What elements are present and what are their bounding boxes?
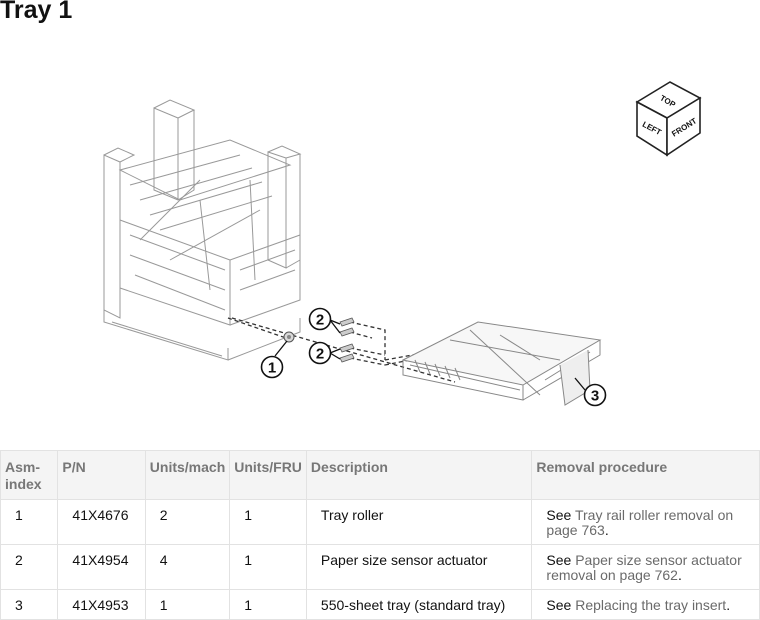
period: . bbox=[604, 522, 609, 538]
table-row: 1 41X4676 2 1 Tray roller See Tray rail … bbox=[0, 499, 760, 545]
callout-3: 3 bbox=[574, 377, 607, 407]
cell-removal: See Paper size sensor actuator removal o… bbox=[531, 544, 760, 590]
cell-description: 550-sheet tray (standard tray) bbox=[305, 589, 533, 620]
cell-units-fru: 1 bbox=[229, 544, 307, 590]
callout-1: 1 bbox=[260, 340, 288, 379]
callout-number: 3 bbox=[591, 388, 599, 405]
cell-index: 1 bbox=[0, 499, 59, 545]
header-description: Description bbox=[305, 450, 533, 500]
cell-pn: 41X4676 bbox=[57, 499, 146, 545]
paper-tray bbox=[401, 321, 602, 406]
parts-table: Asm-index P/N Units/mach Units/FRU Descr… bbox=[0, 450, 760, 620]
cell-units-fru: 1 bbox=[229, 589, 307, 620]
page-title: Tray 1 bbox=[0, 0, 73, 24]
cell-description: Tray roller bbox=[305, 499, 533, 545]
cell-pn: 41X4953 bbox=[57, 589, 146, 620]
removal-link[interactable]: Tray rail roller removal on page 763 bbox=[546, 507, 734, 538]
cell-units-mach: 2 bbox=[144, 499, 231, 545]
period: . bbox=[726, 597, 731, 613]
cell-removal: See Replacing the tray insert. bbox=[531, 589, 760, 620]
header-units-mach: Units/mach bbox=[144, 450, 231, 500]
see-text: See bbox=[546, 552, 572, 568]
cell-pn: 41X4954 bbox=[57, 544, 146, 590]
removal-link[interactable]: Replacing the tray insert bbox=[575, 597, 727, 613]
removal-link[interactable]: Paper size sensor actuator removal on pa… bbox=[546, 552, 742, 583]
callout-number: 2 bbox=[316, 312, 324, 329]
cell-removal: See Tray rail roller removal on page 763… bbox=[531, 499, 760, 545]
tray-roller-part bbox=[283, 331, 295, 343]
cell-description: Paper size sensor actuator bbox=[305, 544, 533, 590]
callout-2a: 2 bbox=[308, 307, 341, 334]
header-asm-index: Asm-index bbox=[0, 450, 59, 500]
table-row: 3 41X4953 1 1 550-sheet tray (standard t… bbox=[0, 589, 760, 620]
sensor-actuator-parts bbox=[339, 317, 355, 363]
table-row: 2 41X4954 4 1 Paper size sensor actuator… bbox=[0, 544, 760, 590]
header-pn: P/N bbox=[57, 450, 146, 500]
callout-number: 1 bbox=[268, 360, 276, 377]
callout-2b: 2 bbox=[308, 341, 341, 365]
table-header-row: Asm-index P/N Units/mach Units/FRU Descr… bbox=[0, 450, 760, 500]
cell-index: 2 bbox=[0, 544, 59, 590]
cell-units-mach: 1 bbox=[144, 589, 231, 620]
orientation-cube: TOP LEFT FRONT bbox=[635, 81, 702, 157]
callout-number: 2 bbox=[316, 346, 324, 363]
exploded-parts-diagram: 1 2 2 3 TOP LEFT FRONT bbox=[0, 60, 760, 440]
cell-units-fru: 1 bbox=[229, 499, 307, 545]
see-text: See bbox=[546, 507, 572, 523]
header-units-fru: Units/FRU bbox=[229, 450, 307, 500]
cell-index: 3 bbox=[0, 589, 59, 620]
see-text: See bbox=[546, 597, 572, 613]
printer-frame bbox=[103, 99, 302, 361]
period: . bbox=[677, 567, 682, 583]
cell-units-mach: 4 bbox=[144, 544, 231, 590]
header-removal-procedure: Removal procedure bbox=[531, 450, 760, 500]
